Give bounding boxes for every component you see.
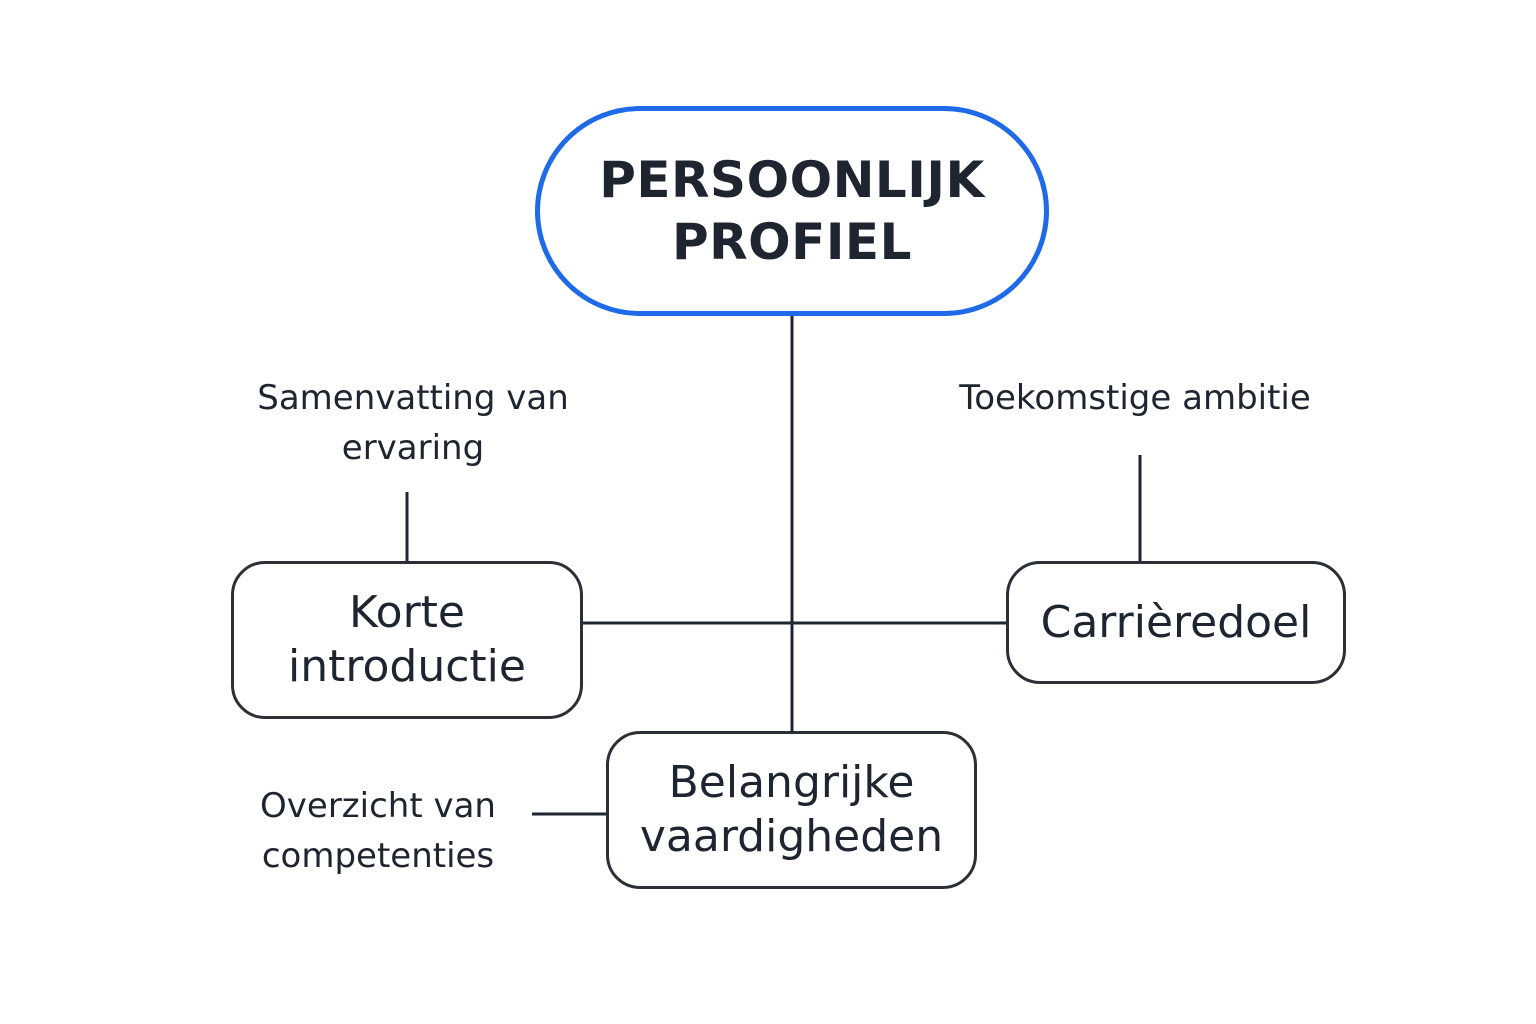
- annotation-goal: Toekomstige ambitie: [930, 373, 1340, 423]
- root-node-line-1: PERSOONLIJK: [599, 151, 985, 209]
- annotation-skills-line-1: Overzicht van: [260, 786, 496, 826]
- annotation-goal-line-1: Toekomstige ambitie: [959, 378, 1311, 418]
- node-korte-introductie: Korte introductie: [231, 561, 583, 719]
- node-skills-line-2: vaardigheden: [639, 811, 944, 862]
- annotation-skills-line-2: competenties: [261, 836, 495, 876]
- node-carrieredoel: Carrièredoel: [1006, 561, 1346, 684]
- node-skills-line-1: Belangrijke: [668, 757, 915, 808]
- annotation-intro-line-2: ervaring: [341, 428, 485, 468]
- annotation-intro: Samenvatting van ervaring: [237, 373, 589, 473]
- node-belangrijke-vaardigheden: Belangrijke vaardigheden: [606, 731, 977, 889]
- annotation-intro-line-1: Samenvatting van: [257, 378, 569, 418]
- node-intro-line-1: Korte: [349, 587, 465, 638]
- root-node-persoonlijk-profiel: PERSOONLIJK PROFIEL: [535, 106, 1049, 316]
- node-goal-line-1: Carrièredoel: [1040, 596, 1312, 648]
- node-intro-line-2: introductie: [288, 641, 526, 692]
- root-node-line-2: PROFIEL: [672, 213, 912, 271]
- annotation-skills: Overzicht van competenties: [240, 781, 516, 881]
